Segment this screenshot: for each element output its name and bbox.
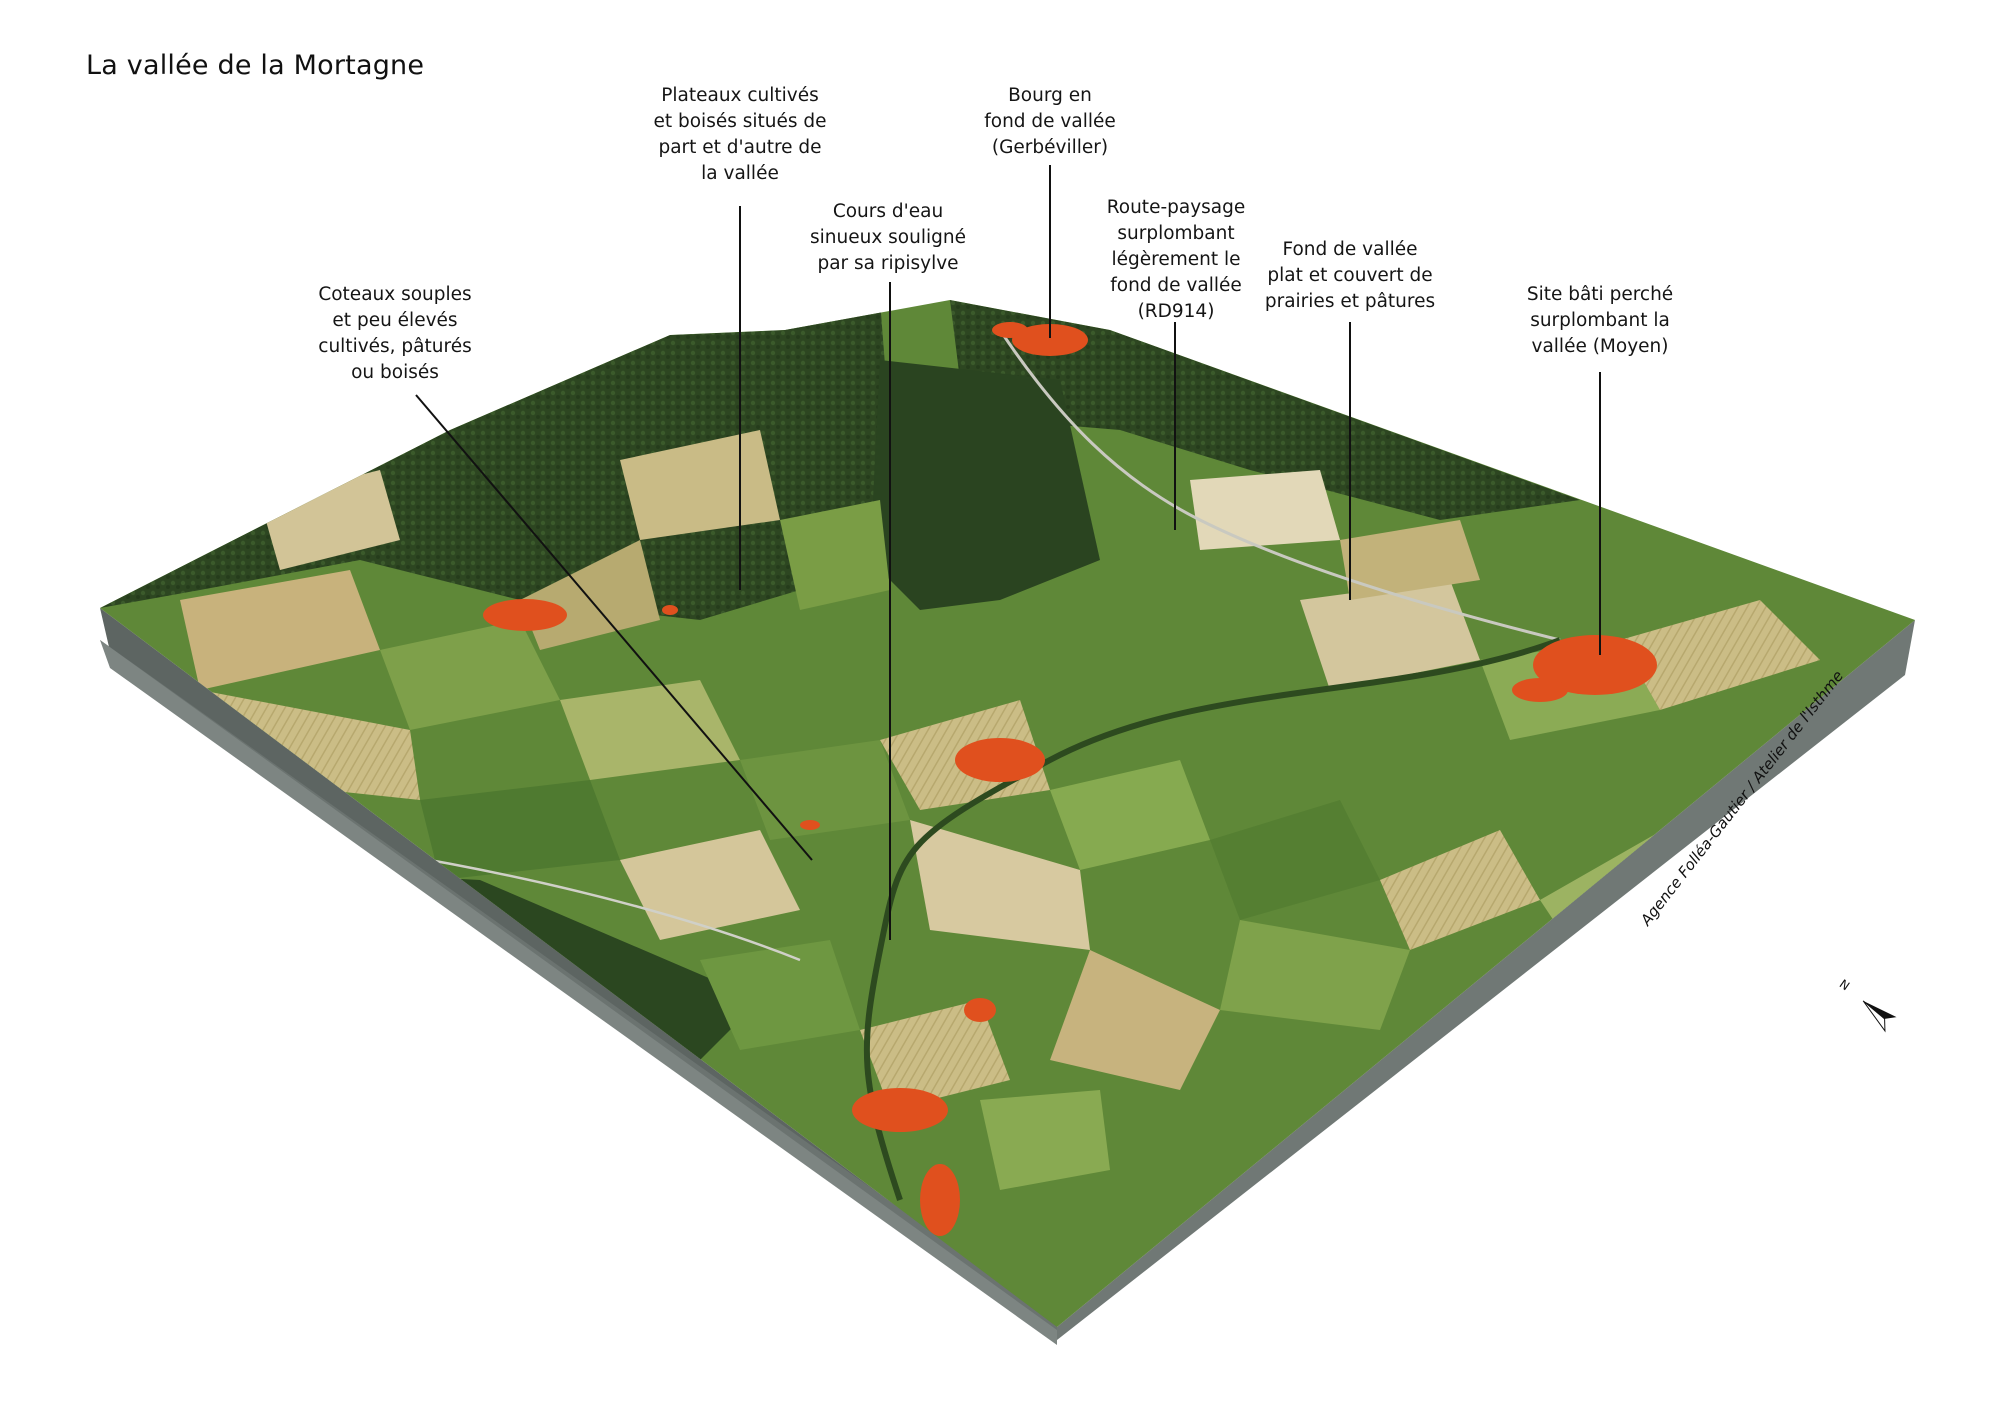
river-ripisylve [863, 637, 1562, 1201]
annotation-plateaux: Plateaux cultivés et boisés situés de pa… [653, 85, 827, 184]
forest-center [870, 360, 1100, 610]
valley-road [998, 329, 1561, 642]
annotation-coteaux: Coteaux souples et peu élevés cultivés, … [318, 284, 472, 383]
block-base [100, 608, 1915, 1345]
forest-left-ridge [100, 300, 900, 620]
villages [483, 322, 1657, 1236]
forest-right-ridge [950, 300, 1580, 520]
annotation-site: Site bâti perché surplombant la vallée (… [1526, 284, 1674, 357]
annotation-route: Route-paysage surplombant légèrement le … [1106, 197, 1246, 322]
annotation-bourg: Bourg en fond de vallée (Gerbéviller) [984, 85, 1116, 158]
north-arrow-icon [1862, 1000, 1897, 1033]
leader-coteaux [415, 394, 813, 861]
annotation-fond: Fond de vallée plat et couvert de prairi… [1264, 239, 1436, 312]
map-title: La vallée de la Mortagne [86, 50, 425, 81]
leader-lines [415, 165, 1601, 940]
annotation-cours-eau: Cours d'eau sinueux souligné par sa ripi… [810, 201, 966, 274]
